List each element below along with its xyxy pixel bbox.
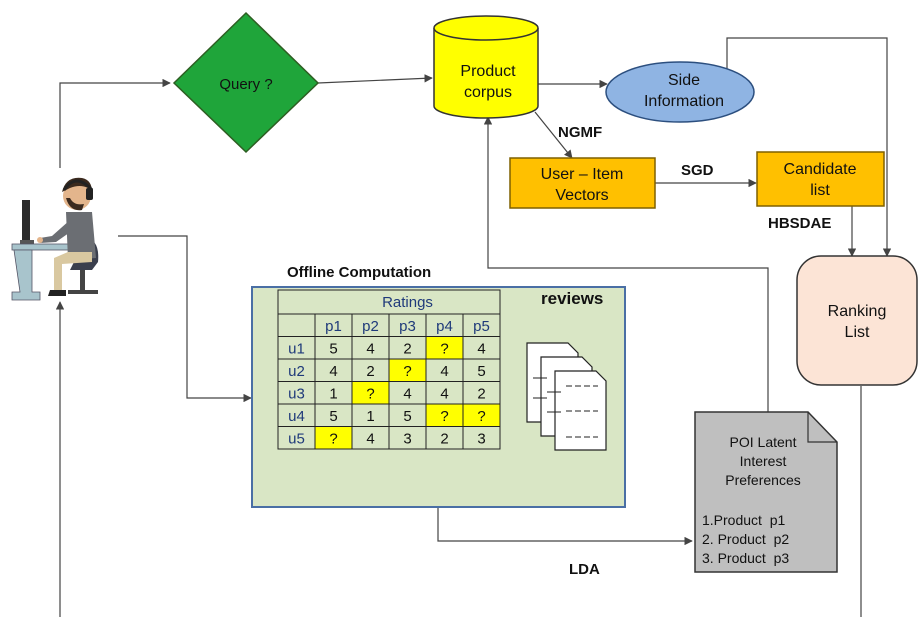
ranking-list-node: Ranking List <box>796 255 918 386</box>
ratings-value: 2 <box>403 341 411 358</box>
ratings-value: ? <box>477 408 485 425</box>
edge-offline-to-poi <box>437 507 693 546</box>
ratings-col-header: p1 <box>325 318 342 335</box>
poi-title-3: Preferences <box>725 472 800 488</box>
candidate-list-label-1: Candidate <box>784 161 857 178</box>
ratings-value: 1 <box>329 386 337 403</box>
ratings-value: 3 <box>477 431 485 448</box>
ratings-value: 4 <box>403 386 411 403</box>
connectors <box>55 37 892 617</box>
candidate-list-node: Candidate list <box>756 151 885 207</box>
product-corpus-label-1: Product <box>460 63 516 80</box>
edge-user-to-offline <box>118 235 252 403</box>
ratings-value: 4 <box>440 363 448 380</box>
documents-icon <box>526 342 607 451</box>
ratings-col-header: p2 <box>362 318 379 335</box>
edge-sideinfo-to-ranking <box>726 37 892 257</box>
ratings-value: 4 <box>366 341 374 358</box>
ratings-value: 1 <box>366 408 374 425</box>
user-at-computer-icon <box>11 177 99 301</box>
ratings-title: Ratings <box>382 294 433 311</box>
user-item-vectors-label-1: User – Item <box>541 166 624 183</box>
edge-label-lda: LDA <box>569 561 600 578</box>
ratings-value: 5 <box>329 408 337 425</box>
ratings-table: Ratings p1 p2 p3 p4 p5 u1 5 4 2? 4 u2 4 2? 4 5 u3 1? 4 4 2 u4… <box>277 289 501 450</box>
ratings-value: ? <box>440 408 448 425</box>
ranking-list-label-1: Ranking <box>828 303 887 320</box>
query-node: Query ? <box>172 11 320 154</box>
ratings-col-header: p3 <box>399 318 416 335</box>
ratings-value: 5 <box>329 341 337 358</box>
ratings-user-label: u4 <box>288 408 305 425</box>
ratings-value: 4 <box>366 431 374 448</box>
ratings-user-label: u2 <box>288 363 305 380</box>
ratings-user-label: u3 <box>288 386 305 403</box>
ratings-value: 4 <box>329 363 337 380</box>
poi-item-3: 3. Product p3 <box>702 550 789 566</box>
ratings-value: ? <box>403 363 411 380</box>
edge-corpus-to-vectors <box>534 111 573 159</box>
edge-poi-to-corpus <box>483 116 769 412</box>
edge-label-sgd: SGD <box>681 162 714 179</box>
ratings-col-header: p4 <box>436 318 453 335</box>
ratings-cell <box>462 426 501 450</box>
side-information-label-2: Information <box>644 93 724 110</box>
side-information-node: Side Information <box>605 61 755 123</box>
edge-label-hbsdae: HBSDAE <box>768 215 831 232</box>
edge-user-to-query <box>59 78 171 168</box>
ranking-list-label-2: List <box>845 324 870 341</box>
ratings-value: 4 <box>477 341 485 358</box>
query-label: Query ? <box>219 76 272 93</box>
product-corpus-label-2: corpus <box>464 84 512 101</box>
edge-label-ngmf: NGMF <box>558 124 602 141</box>
reviews-label: reviews <box>541 289 603 308</box>
ratings-value: 4 <box>440 386 448 403</box>
ratings-col-header: p5 <box>473 318 490 335</box>
ratings-value: 2 <box>366 363 374 380</box>
ratings-value: 5 <box>403 408 411 425</box>
poi-preferences-node: POI Latent Interest Preferences 1.Produc… <box>694 411 838 573</box>
poi-title-2: Interest <box>740 453 787 469</box>
ratings-user-label: u5 <box>288 431 305 448</box>
ratings-value: 2 <box>440 431 448 448</box>
poi-title-1: POI Latent <box>730 434 797 450</box>
poi-item-1: 1.Product p1 <box>702 512 785 528</box>
user-item-vectors-node: User – Item Vectors <box>509 157 656 209</box>
ratings-value: 5 <box>477 363 485 380</box>
candidate-list-label-2: list <box>810 182 830 199</box>
poi-item-2: 2. Product p2 <box>702 531 789 547</box>
ratings-value: ? <box>366 386 374 403</box>
offline-computation-title: Offline Computation <box>287 264 431 281</box>
ratings-value: 2 <box>477 386 485 403</box>
ratings-value: ? <box>440 341 448 358</box>
side-information-label-1: Side <box>668 72 700 89</box>
ratings-value: 3 <box>403 431 411 448</box>
product-corpus-node: Product corpus <box>433 15 539 119</box>
user-item-vectors-label-2: Vectors <box>555 187 608 204</box>
ratings-user-label: u1 <box>288 341 305 358</box>
ratings-value: ? <box>329 431 337 448</box>
edge-query-to-corpus <box>317 74 433 84</box>
